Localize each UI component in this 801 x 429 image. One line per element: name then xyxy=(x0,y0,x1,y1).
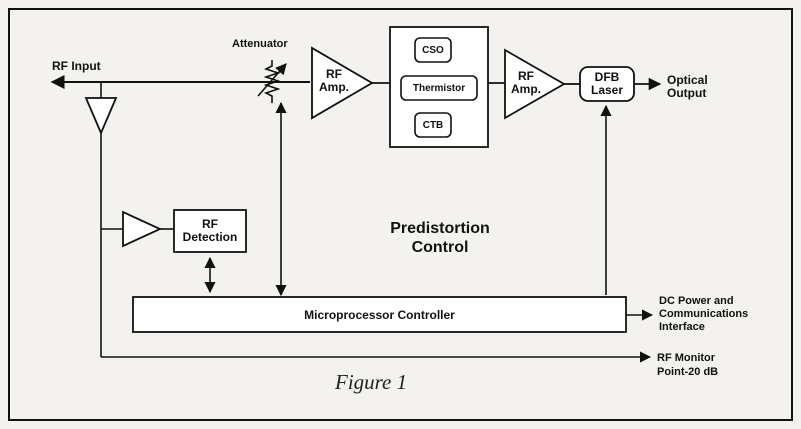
rf-amp-2-label-line1: RF xyxy=(518,69,534,83)
rf-amp-1-label: RF Amp. xyxy=(314,68,354,94)
microprocessor-label: Microprocessor Controller xyxy=(304,308,455,322)
rf-amp-2-label: RF Amp. xyxy=(506,70,546,96)
rf-monitor-label-line2: Point-20 dB xyxy=(657,366,719,378)
ctb-box xyxy=(414,112,452,138)
rf-amp-1-label-line2: Amp. xyxy=(319,80,349,94)
attenuator-label: Attenuator xyxy=(232,38,288,50)
figure-caption: Figure 1 xyxy=(335,370,408,394)
thermistor-box xyxy=(400,75,478,101)
microprocessor-box xyxy=(132,296,627,333)
optical-label-line2: Output xyxy=(667,86,707,100)
rf-monitor-label: RF Monitor Point-20 dB xyxy=(657,351,718,379)
dfb-laser-label: DFB Laser xyxy=(580,71,634,97)
outer-frame xyxy=(8,8,793,421)
thermistor-label: Thermistor xyxy=(412,83,466,94)
predistortion-label-line1: Predistortion xyxy=(390,220,490,237)
rf-detection-label-line2: Detection xyxy=(182,230,238,244)
cso-label: CSO xyxy=(422,45,444,56)
rf-amp-1-label-line1: RF xyxy=(326,67,342,81)
dc-label-line2: Communications xyxy=(659,308,749,320)
rf-monitor-label-line1: RF Monitor xyxy=(657,352,716,364)
input-coupler xyxy=(84,97,118,136)
cso-box xyxy=(414,37,452,63)
rf-detection-label-line1: RF xyxy=(202,217,218,231)
optical-output-label: Optical Output xyxy=(667,74,708,100)
detection-amp xyxy=(122,210,163,248)
rf-amp-2 xyxy=(504,48,566,120)
rf-detection-label: RF Detection xyxy=(174,218,246,244)
dc-power-label: DC Power and Communications Interface xyxy=(659,295,748,334)
predistortion-label-line2: Control xyxy=(411,239,469,256)
dfb-label-line2: Laser xyxy=(590,83,624,97)
dc-label-line1: DC Power and xyxy=(659,295,734,307)
dfb-label-line1: DFB xyxy=(594,70,620,84)
ctb-label: CTB xyxy=(422,120,444,131)
rf-detection-box xyxy=(173,209,247,253)
dc-label-line3: Interface xyxy=(659,321,705,333)
predistortion-control-label: Predistortion Control xyxy=(370,219,510,257)
rf-input-label: RF Input xyxy=(52,59,101,73)
attenuator-symbol xyxy=(257,60,287,103)
optical-label-line1: Optical xyxy=(667,73,708,87)
rf-amp-2-label-line2: Amp. xyxy=(511,82,541,96)
rf-amp-1 xyxy=(311,46,374,120)
